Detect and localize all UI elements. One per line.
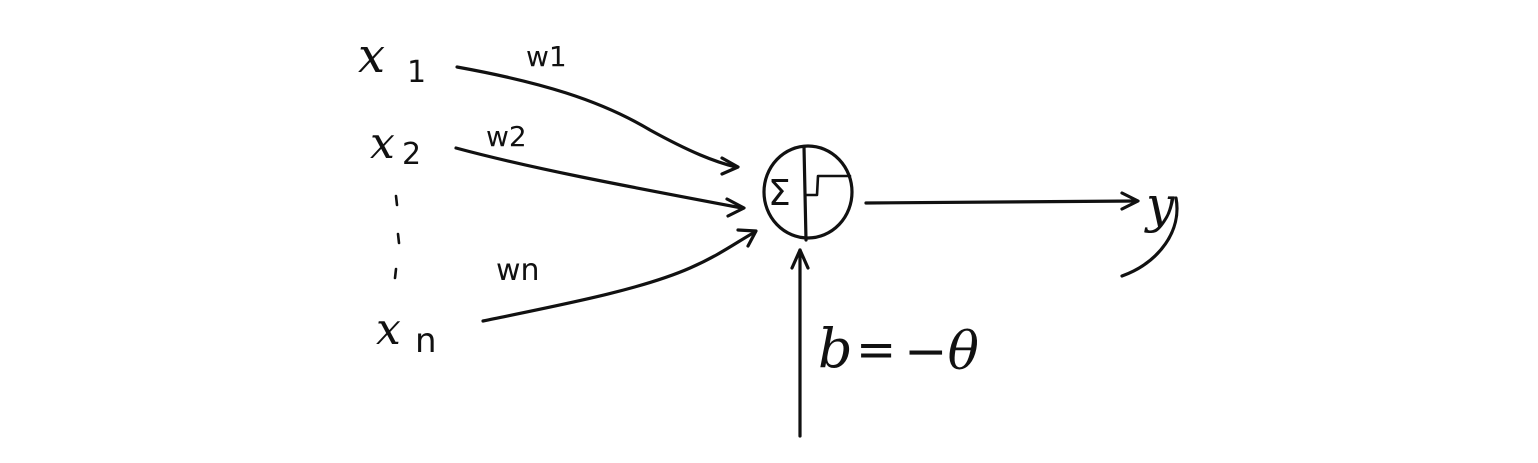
weight-w2-label: w2 — [486, 120, 527, 153]
output-y-label: y — [1144, 176, 1175, 234]
bias-value: −θ — [904, 322, 979, 382]
weight-wn-label: wn — [496, 253, 540, 288]
bias-equals: = — [856, 322, 896, 378]
input-x2-subscript: 2 — [402, 137, 421, 172]
input-xn-label: x — [376, 304, 401, 355]
edge-x1 — [455, 65, 740, 176]
edge-x2 — [454, 146, 746, 218]
output-arrow — [864, 191, 1140, 211]
step-function-icon — [804, 174, 852, 197]
neuron-node: Σ — [762, 144, 854, 242]
bias-b-label: b — [818, 317, 853, 380]
edge-xn — [481, 228, 758, 323]
input-x1-label: x — [358, 28, 385, 84]
bias-arrow — [790, 248, 810, 438]
output-y-tail — [1120, 196, 1179, 278]
ellipsis-dots — [393, 194, 401, 280]
sum-symbol: Σ — [768, 173, 791, 214]
input-x1-subscript: 1 — [407, 55, 426, 90]
input-x2-label: x — [370, 118, 395, 169]
weight-w1-label: w1 — [526, 40, 567, 73]
input-xn-subscript: n — [415, 321, 437, 361]
